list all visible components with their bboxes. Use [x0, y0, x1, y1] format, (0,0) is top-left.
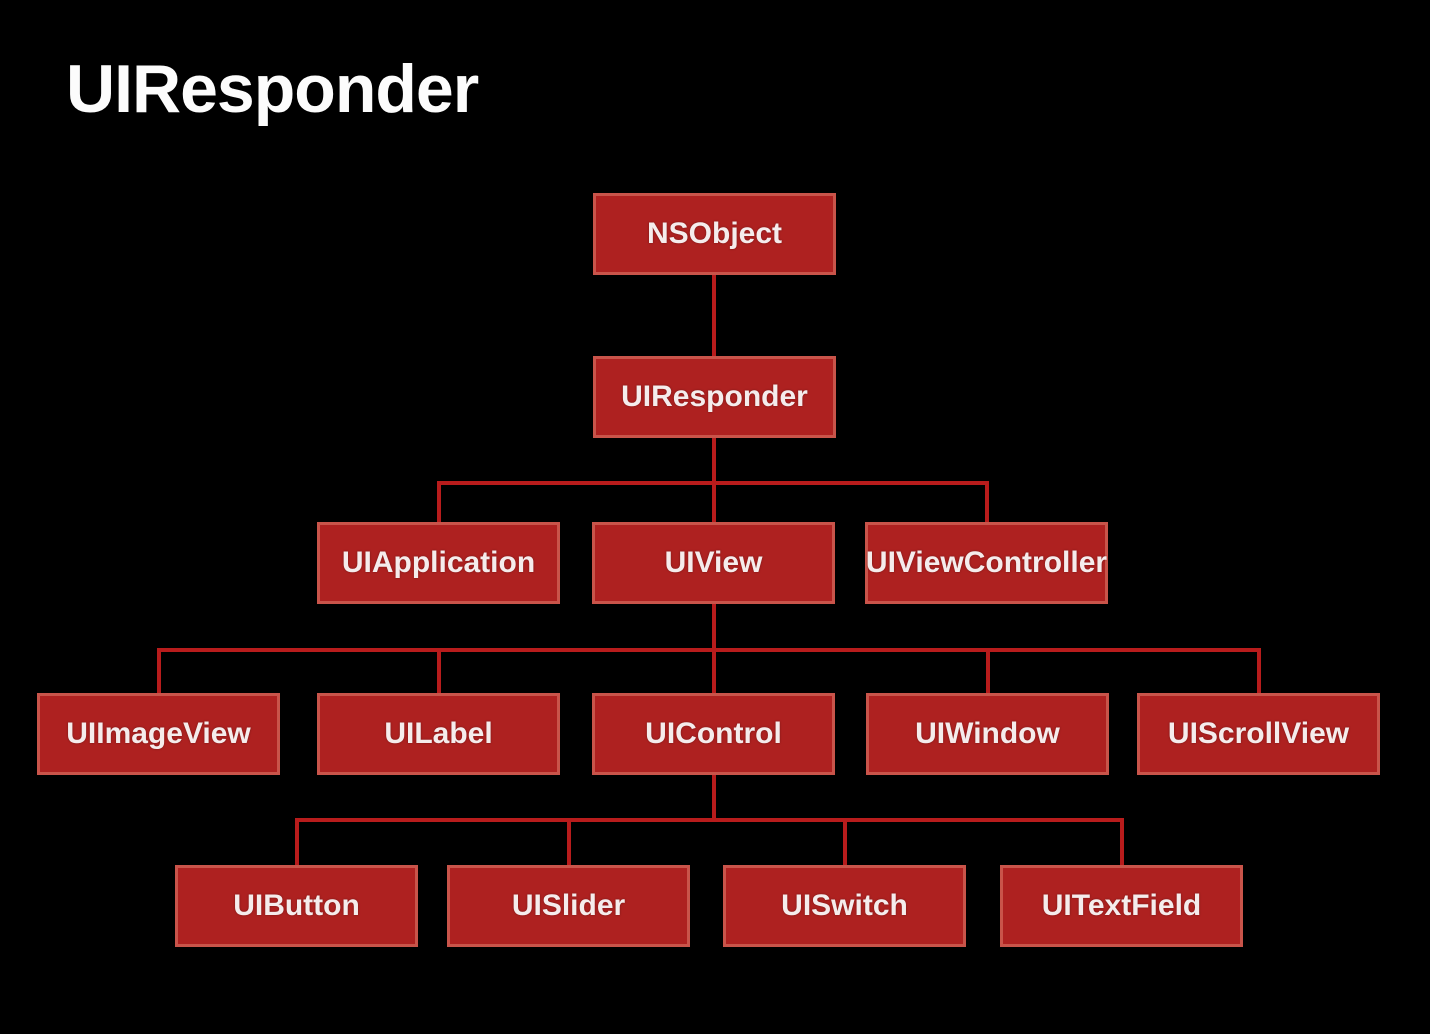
edge-uiresponder-uiviewcontroller [985, 481, 989, 526]
node-uiviewcontroller-label: UIViewController [865, 546, 1108, 579]
node-uilabel-label: UILabel [384, 717, 493, 750]
edge-uicontrol-uislider [567, 818, 571, 869]
node-uitextfield: UITextField [1000, 865, 1243, 947]
node-uiresponder: UIResponder [593, 356, 836, 438]
node-uiresponder-label: UIResponder [621, 380, 808, 413]
node-uiwindow: UIWindow [866, 693, 1109, 775]
node-uislider: UISlider [447, 865, 690, 947]
edge-uiresponder-uiapplication [437, 481, 441, 526]
edge-uicontrol-branch [712, 775, 716, 822]
edge-uiview-uiimageview [157, 648, 161, 697]
node-uiwindow-label: UIWindow [915, 717, 1060, 750]
edge-uiview-uiwindow [986, 648, 990, 697]
node-uibutton-label: UIButton [233, 889, 360, 922]
node-nsobject: NSObject [593, 193, 836, 275]
edge-branch-uiview-children [157, 648, 1261, 652]
node-uiview: UIView [592, 522, 835, 604]
node-uiapplication: UIApplication [317, 522, 560, 604]
edge-uicontrol-uibutton [295, 818, 299, 869]
node-uiapplication-label: UIApplication [341, 546, 536, 579]
node-uiview-label: UIView [664, 546, 763, 579]
node-uiimageview-label: UIImageView [66, 717, 251, 750]
node-uislider-label: UISlider [511, 889, 626, 922]
edge-uiview-uilabel [437, 648, 441, 697]
node-uibutton: UIButton [175, 865, 418, 947]
node-uiswitch: UISwitch [723, 865, 966, 947]
node-uicontrol-label: UIControl [645, 717, 782, 750]
node-uicontrol: UIControl [592, 693, 835, 775]
node-uiscrollview-label: UIScrollView [1167, 717, 1350, 750]
edge-uiview-uiscrollview [1257, 648, 1261, 697]
node-nsobject-label: NSObject [646, 217, 783, 250]
edge-uicontrol-uitextfield [1120, 818, 1124, 869]
node-uiimageview: UIImageView [37, 693, 280, 775]
node-uiscrollview: UIScrollView [1137, 693, 1380, 775]
node-uiswitch-label: UISwitch [781, 889, 908, 922]
node-uilabel: UILabel [317, 693, 560, 775]
edge-branch-uiresponder-children [437, 481, 989, 485]
page-title: UIResponder [66, 51, 479, 127]
edge-branch-uicontrol-children [295, 818, 1123, 822]
node-uiviewcontroller: UIViewController [865, 522, 1108, 604]
node-uitextfield-label: UITextField [1041, 889, 1202, 922]
edge-nsobject-uiresponder [712, 275, 716, 358]
edge-uicontrol-uiswitch [843, 818, 847, 869]
